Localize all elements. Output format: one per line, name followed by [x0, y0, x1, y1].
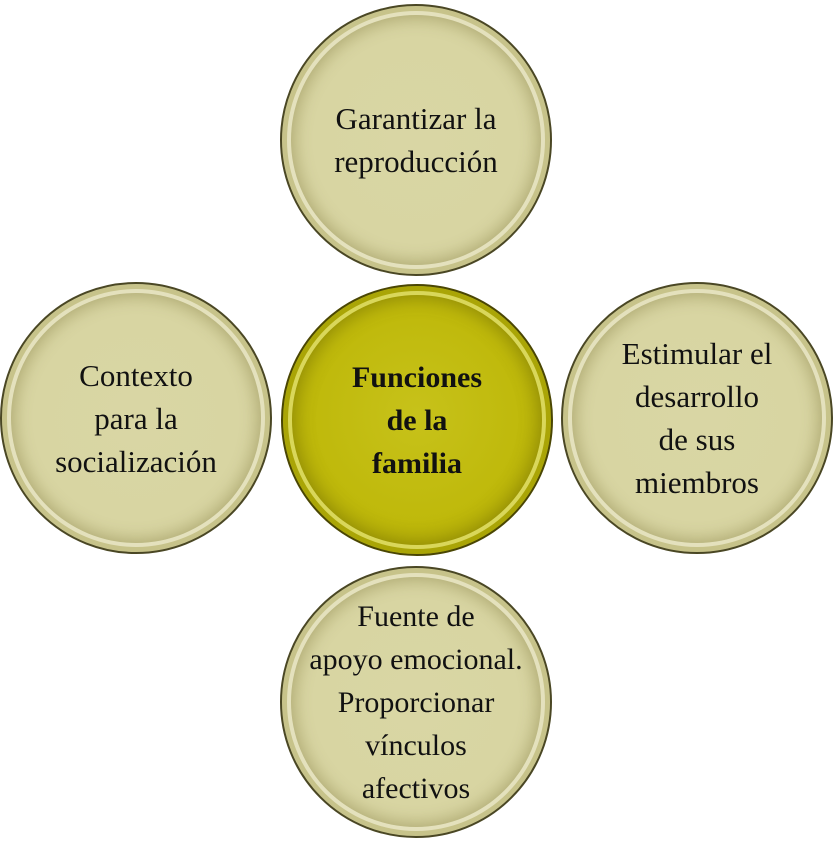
- node-development: Estimular el desarrollo de sus miembros: [561, 282, 833, 554]
- node-development-label: Estimular el desarrollo de sus miembros: [621, 336, 773, 500]
- node-emotional-support-label: Fuente de apoyo emocional. Proporcionar …: [309, 599, 523, 805]
- node-reproduction: Garantizar la reproducción: [280, 4, 552, 276]
- node-socialization: Contexto para la socialización: [0, 282, 272, 554]
- central-node: Funciones de la familia: [281, 284, 553, 556]
- node-reproduction-label: Garantizar la reproducción: [334, 101, 498, 179]
- node-emotional-support: Fuente de apoyo emocional. Proporcionar …: [280, 566, 552, 838]
- central-node-label: Funciones de la familia: [351, 360, 483, 480]
- node-socialization-label: Contexto para la socialización: [55, 357, 217, 479]
